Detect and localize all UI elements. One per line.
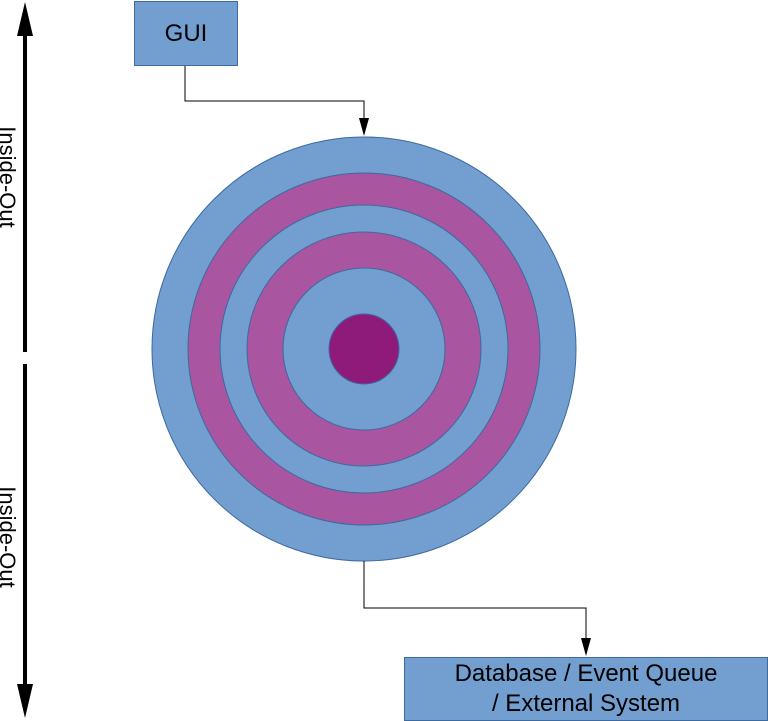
axis-up-arrowhead [17,2,33,36]
axis-down-arrowhead [17,684,33,718]
gui-connector-arrowhead [359,118,369,136]
gui-box: GUI [134,1,238,66]
database-box-label-line-1: Database / Event Queue [454,660,718,687]
vertical-axis-arrow [17,2,33,718]
database-box-label-line-2: / External System [491,690,681,717]
axis-label-top: Inside-Out [0,126,20,228]
database-event-queue-box: Database / Event Queue / External System [404,657,768,721]
axis-label-bottom: Inside-Out [0,486,20,588]
db-connector-line [363,561,587,640]
db-connector [363,561,591,656]
gui-box-label: GUI [164,19,208,47]
core-circle [328,313,400,385]
onion-layers [151,136,577,562]
db-connector-arrowhead [581,638,591,656]
gui-connector-line [184,66,365,121]
gui-connector [184,66,369,136]
